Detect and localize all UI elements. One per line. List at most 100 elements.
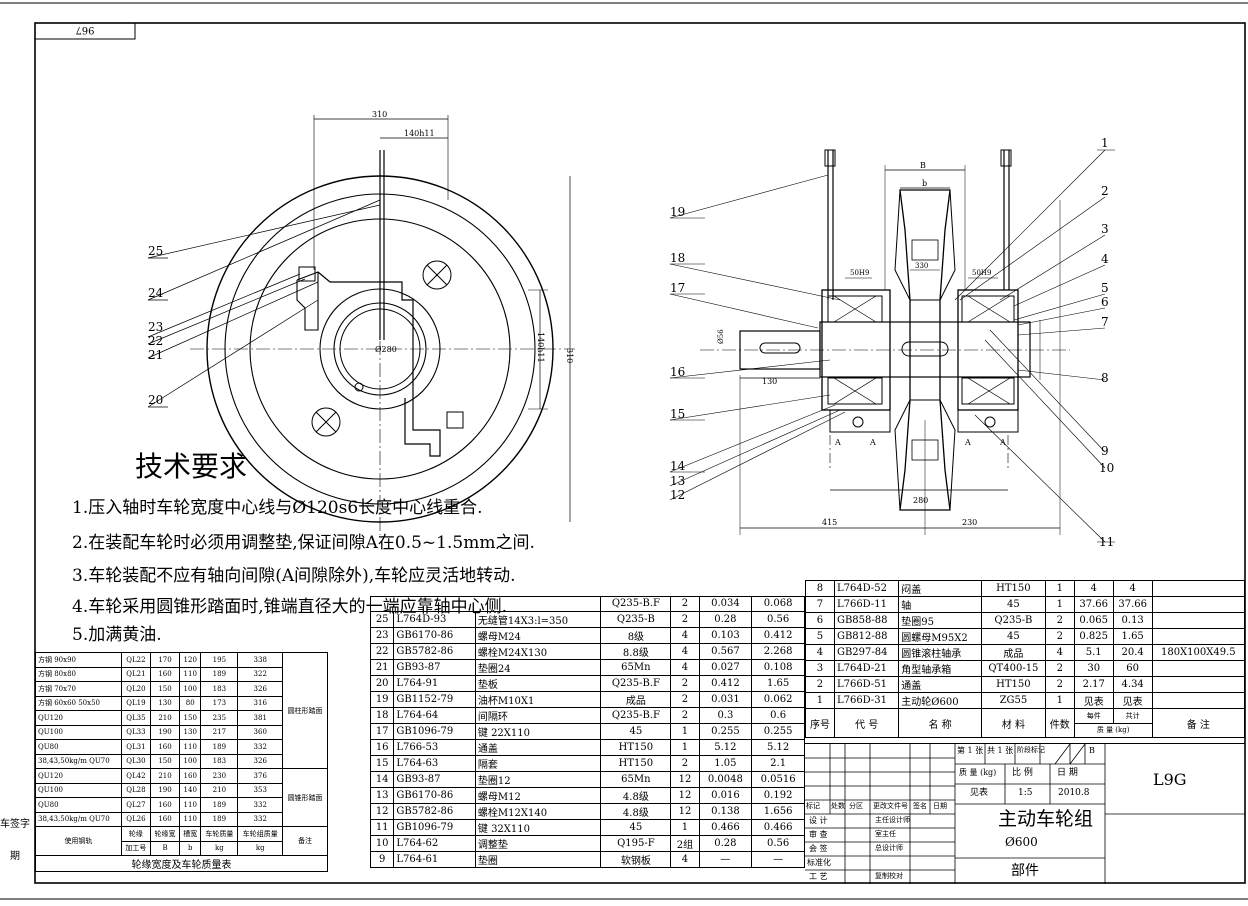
table-cell: 160 xyxy=(149,666,181,682)
table-cell: 11 xyxy=(369,818,395,836)
table-cell: QL28 xyxy=(120,782,151,798)
table-cell: 螺母M24 xyxy=(474,626,602,644)
table-cell: 15 xyxy=(369,754,395,772)
table-cell: 键 32X110 xyxy=(474,818,602,836)
tb-stage: 阶段标记 xyxy=(1017,746,1045,754)
table-cell: L764-64 xyxy=(393,706,476,724)
table-cell: 5.12 xyxy=(751,738,805,756)
tb-rev-count: 处数 xyxy=(831,802,845,810)
tb-rev-zone: 分区 xyxy=(849,802,863,810)
label-22: 22 xyxy=(148,334,163,348)
table-cell: 0.016 xyxy=(698,786,753,804)
table-cell: 160 xyxy=(179,768,202,784)
table-cell: HT150 xyxy=(981,676,1046,693)
table-cell: 100 xyxy=(179,753,202,769)
table-cell: 110 xyxy=(179,797,202,813)
table-cell: 173 xyxy=(200,695,239,711)
table-cell: GB1096-79 xyxy=(393,722,476,740)
table-cell: — xyxy=(751,850,805,868)
table-cell: 195 xyxy=(200,652,239,668)
table-cell: 0.255 xyxy=(751,722,805,740)
table-cell xyxy=(1151,692,1246,709)
tb-role2-head: 室主任 xyxy=(875,830,896,838)
table-cell: 2 xyxy=(1044,628,1075,645)
table-cell: 0.567 xyxy=(698,642,753,660)
table-cell: 4 xyxy=(1073,580,1114,597)
tb-total: 共 1 张 xyxy=(987,746,1014,755)
table-cell: GB812-88 xyxy=(833,628,900,645)
table-cell: 0.6 xyxy=(751,706,805,724)
table-cell: 120 xyxy=(179,652,202,668)
table-cell: 0.466 xyxy=(751,818,805,836)
dim-50h9-left: 50H9 xyxy=(850,269,869,277)
table-cell: 垫圈24 xyxy=(474,658,602,676)
table-cell: 1 xyxy=(1044,580,1075,597)
label-9: 9 xyxy=(1101,444,1109,458)
table-cell: L764D-52 xyxy=(833,580,900,597)
table-cell: 8级 xyxy=(600,626,672,644)
tb-mass-label: 质 量 (kg) xyxy=(959,768,997,777)
dim-230: 230 xyxy=(962,518,977,527)
table-cell: 1.05 xyxy=(698,754,753,772)
label-18: 18 xyxy=(670,251,685,265)
table-cell: 353 xyxy=(237,782,284,798)
table-cell: 4 xyxy=(670,658,700,676)
label-14: 14 xyxy=(670,459,686,473)
label-5: 5 xyxy=(1101,281,1109,295)
table-cell: GB858-88 xyxy=(833,612,900,629)
gap-A1: A xyxy=(834,438,841,447)
tb-scale-label: 比 例 xyxy=(1012,768,1033,778)
table-cell: 4 xyxy=(805,644,835,661)
table-cell: 65Mn xyxy=(600,770,672,788)
table-cell: 189 xyxy=(200,739,239,755)
table-cell: 189 xyxy=(200,797,239,813)
table-cell: 4 xyxy=(670,642,700,660)
table-cell: 2组 xyxy=(670,834,700,852)
table-cell: 2 xyxy=(805,676,835,693)
header-flange: 轮缘 xyxy=(120,826,151,842)
label-24: 24 xyxy=(148,286,164,300)
table-cell: 螺栓M24X130 xyxy=(474,642,602,660)
header-cell: b xyxy=(179,840,202,856)
label-25: 25 xyxy=(148,244,163,258)
table-cell: 2 xyxy=(670,674,700,692)
label-1: 1 xyxy=(1101,136,1109,150)
label-11: 11 xyxy=(1099,535,1114,549)
side-signature: 车签字 xyxy=(0,819,30,830)
table-cell: 22 xyxy=(369,642,395,660)
table-cell: GB93-87 xyxy=(393,770,476,788)
table-cell: 0.28 xyxy=(698,834,753,852)
table-cell: Q235-B.F xyxy=(600,674,672,692)
dim-50h9-right: 50H9 xyxy=(972,269,991,277)
table-cell: 180X100X49.5 xyxy=(1151,644,1246,661)
table-cell: — xyxy=(698,850,753,868)
label-20: 20 xyxy=(148,393,163,407)
table-cell: 通盖 xyxy=(898,676,983,693)
table-cell: L764-62 xyxy=(393,834,476,852)
side-date: 期 xyxy=(10,851,20,862)
table-cell: 油杯M10X1 xyxy=(474,690,602,708)
table-cell: 0.108 xyxy=(751,658,805,676)
table-cell: Q235-B.F xyxy=(600,706,672,724)
group-cylindrical: 圆柱形踏面 xyxy=(282,652,328,769)
table-cell: 0.062 xyxy=(751,690,805,708)
tb-rev-doc: 更改文件号 xyxy=(873,802,908,810)
table-cell: 角型轴承箱 xyxy=(898,660,983,677)
table-cell: 376 xyxy=(237,768,284,784)
header-set-mass: 车轮组质量 xyxy=(237,826,284,842)
table-cell: GB6170-86 xyxy=(393,786,476,804)
table-cell: 0.103 xyxy=(698,626,753,644)
